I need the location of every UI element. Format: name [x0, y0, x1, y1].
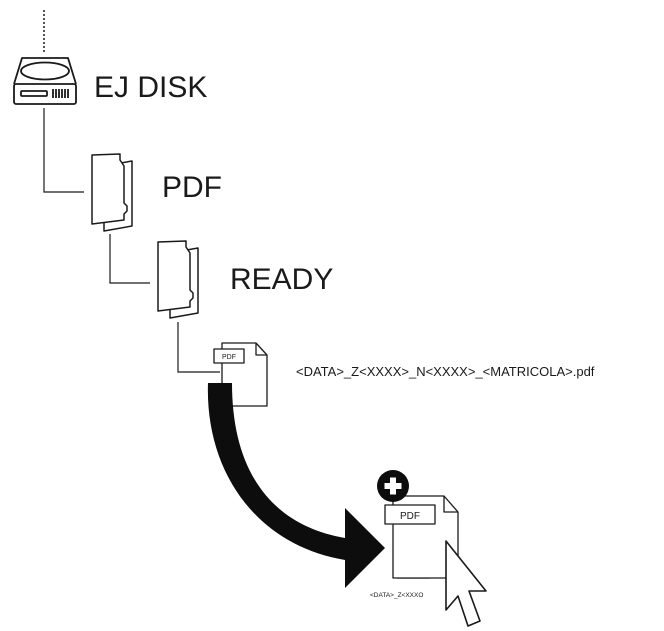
folder-label-ready: READY — [230, 263, 333, 296]
pdf-file-icon — [213, 342, 268, 407]
add-plus-icon — [377, 470, 409, 502]
tree-connector — [43, 108, 84, 193]
disk-label: EJ DISK — [94, 71, 207, 104]
tree-connector — [177, 322, 220, 373]
dragged-pdf-type-tag: PDF — [400, 511, 420, 522]
tree-connector — [109, 234, 150, 284]
folder-icon — [157, 240, 199, 319]
folder-icon — [91, 153, 133, 232]
disk-icon — [13, 57, 77, 105]
dragged-file-name-label: <DATA>_Z<XXXO — [370, 592, 423, 599]
pdf-type-tag: PDF — [222, 354, 236, 361]
dragged-file-icon — [384, 495, 459, 579]
file-name-label: <DATA>_Z<XXXX>_N<XXXX>_<MATRICOLA>.pdf — [296, 364, 595, 379]
mouse-cursor-icon — [445, 540, 487, 627]
drag-arrow-icon — [207, 383, 385, 588]
folder-label-pdf: PDF — [162, 171, 222, 204]
